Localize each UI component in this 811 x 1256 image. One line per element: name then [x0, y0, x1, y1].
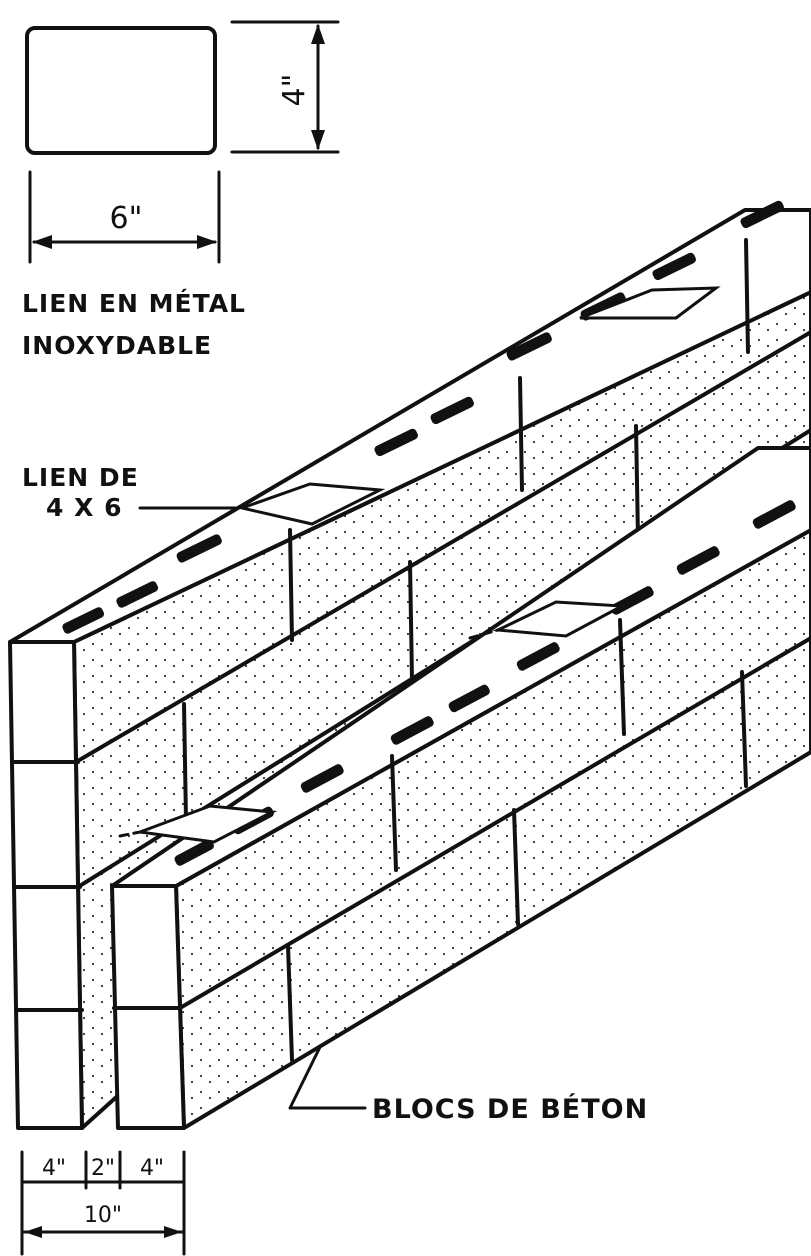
- outer-wythe-dimension: 4": [42, 1156, 66, 1181]
- metal-tie: [492, 600, 628, 638]
- tie-material-label-line1: LIEN EN MÉTAL: [22, 289, 246, 318]
- inner-head-joint-4: [512, 808, 520, 926]
- core-slot: [752, 500, 796, 529]
- inner-face-joint-1: [178, 636, 811, 1010]
- core-slot: [374, 428, 418, 457]
- core-slot: [300, 764, 344, 793]
- core-slot: [516, 642, 560, 671]
- metal-ties: [118, 286, 721, 844]
- inner-wythe-cores: [174, 500, 796, 866]
- wall-dimensions: 4" 2" 4" 10": [20, 1150, 186, 1256]
- metal-tie: [139, 804, 278, 844]
- inner-head-joint-3: [286, 944, 294, 1062]
- outer-face-joint-1: [74, 330, 811, 764]
- tie-height-label: 4": [277, 74, 312, 107]
- tie-size-label-line2: 4 X 6: [46, 493, 122, 522]
- core-slot: [390, 716, 434, 745]
- core-slot: [430, 396, 474, 425]
- inner-wythe-dimension: 4": [140, 1156, 164, 1181]
- total-wall-dimension: 10": [84, 1203, 122, 1228]
- dim-arrow: [164, 1226, 182, 1238]
- outer-head-joint-1: [288, 528, 294, 642]
- core-slot: [652, 252, 696, 281]
- core-slot: [116, 581, 159, 608]
- outer-head-joint-6: [634, 424, 640, 540]
- width-arrow-left: [32, 235, 52, 249]
- cavity-dimension: 2": [91, 1156, 115, 1181]
- core-slot: [676, 546, 720, 575]
- inner-head-joint-5: [740, 670, 748, 788]
- tie-size-label-line1: LIEN DE: [22, 463, 139, 492]
- height-arrow-bottom: [311, 130, 325, 150]
- tie-width-label: 6": [110, 201, 143, 236]
- outer-head-joint-2: [518, 376, 524, 492]
- metal-tie: [236, 482, 386, 526]
- tie-hidden-edge: [468, 628, 500, 640]
- metal-tie: [579, 286, 721, 320]
- outer-wythe-cores: [62, 200, 784, 634]
- height-arrow-top: [311, 24, 325, 44]
- width-arrow-right: [197, 235, 217, 249]
- outer-head-joint-5: [408, 560, 414, 682]
- dim-arrow: [24, 1226, 42, 1238]
- tie-plate-outline: [25, 26, 217, 155]
- tie-detail: 4" 6": [25, 20, 340, 264]
- tie-hidden-edge: [118, 830, 142, 838]
- outer-head-joint-3: [744, 238, 750, 354]
- blocks-label: BLOCS DE BÉTON: [372, 1093, 648, 1125]
- inner-wythe: [110, 446, 811, 1130]
- inner-head-joint-1: [390, 754, 398, 872]
- core-slot: [506, 332, 552, 361]
- core-slot: [740, 200, 784, 229]
- core-slot: [62, 607, 105, 634]
- outer-head-joint-4: [182, 702, 188, 822]
- core-slot: [176, 534, 222, 563]
- inner-head-joint-2: [618, 618, 626, 736]
- core-slot: [448, 684, 490, 713]
- tie-material-label-line2: INOXYDABLE: [22, 331, 212, 360]
